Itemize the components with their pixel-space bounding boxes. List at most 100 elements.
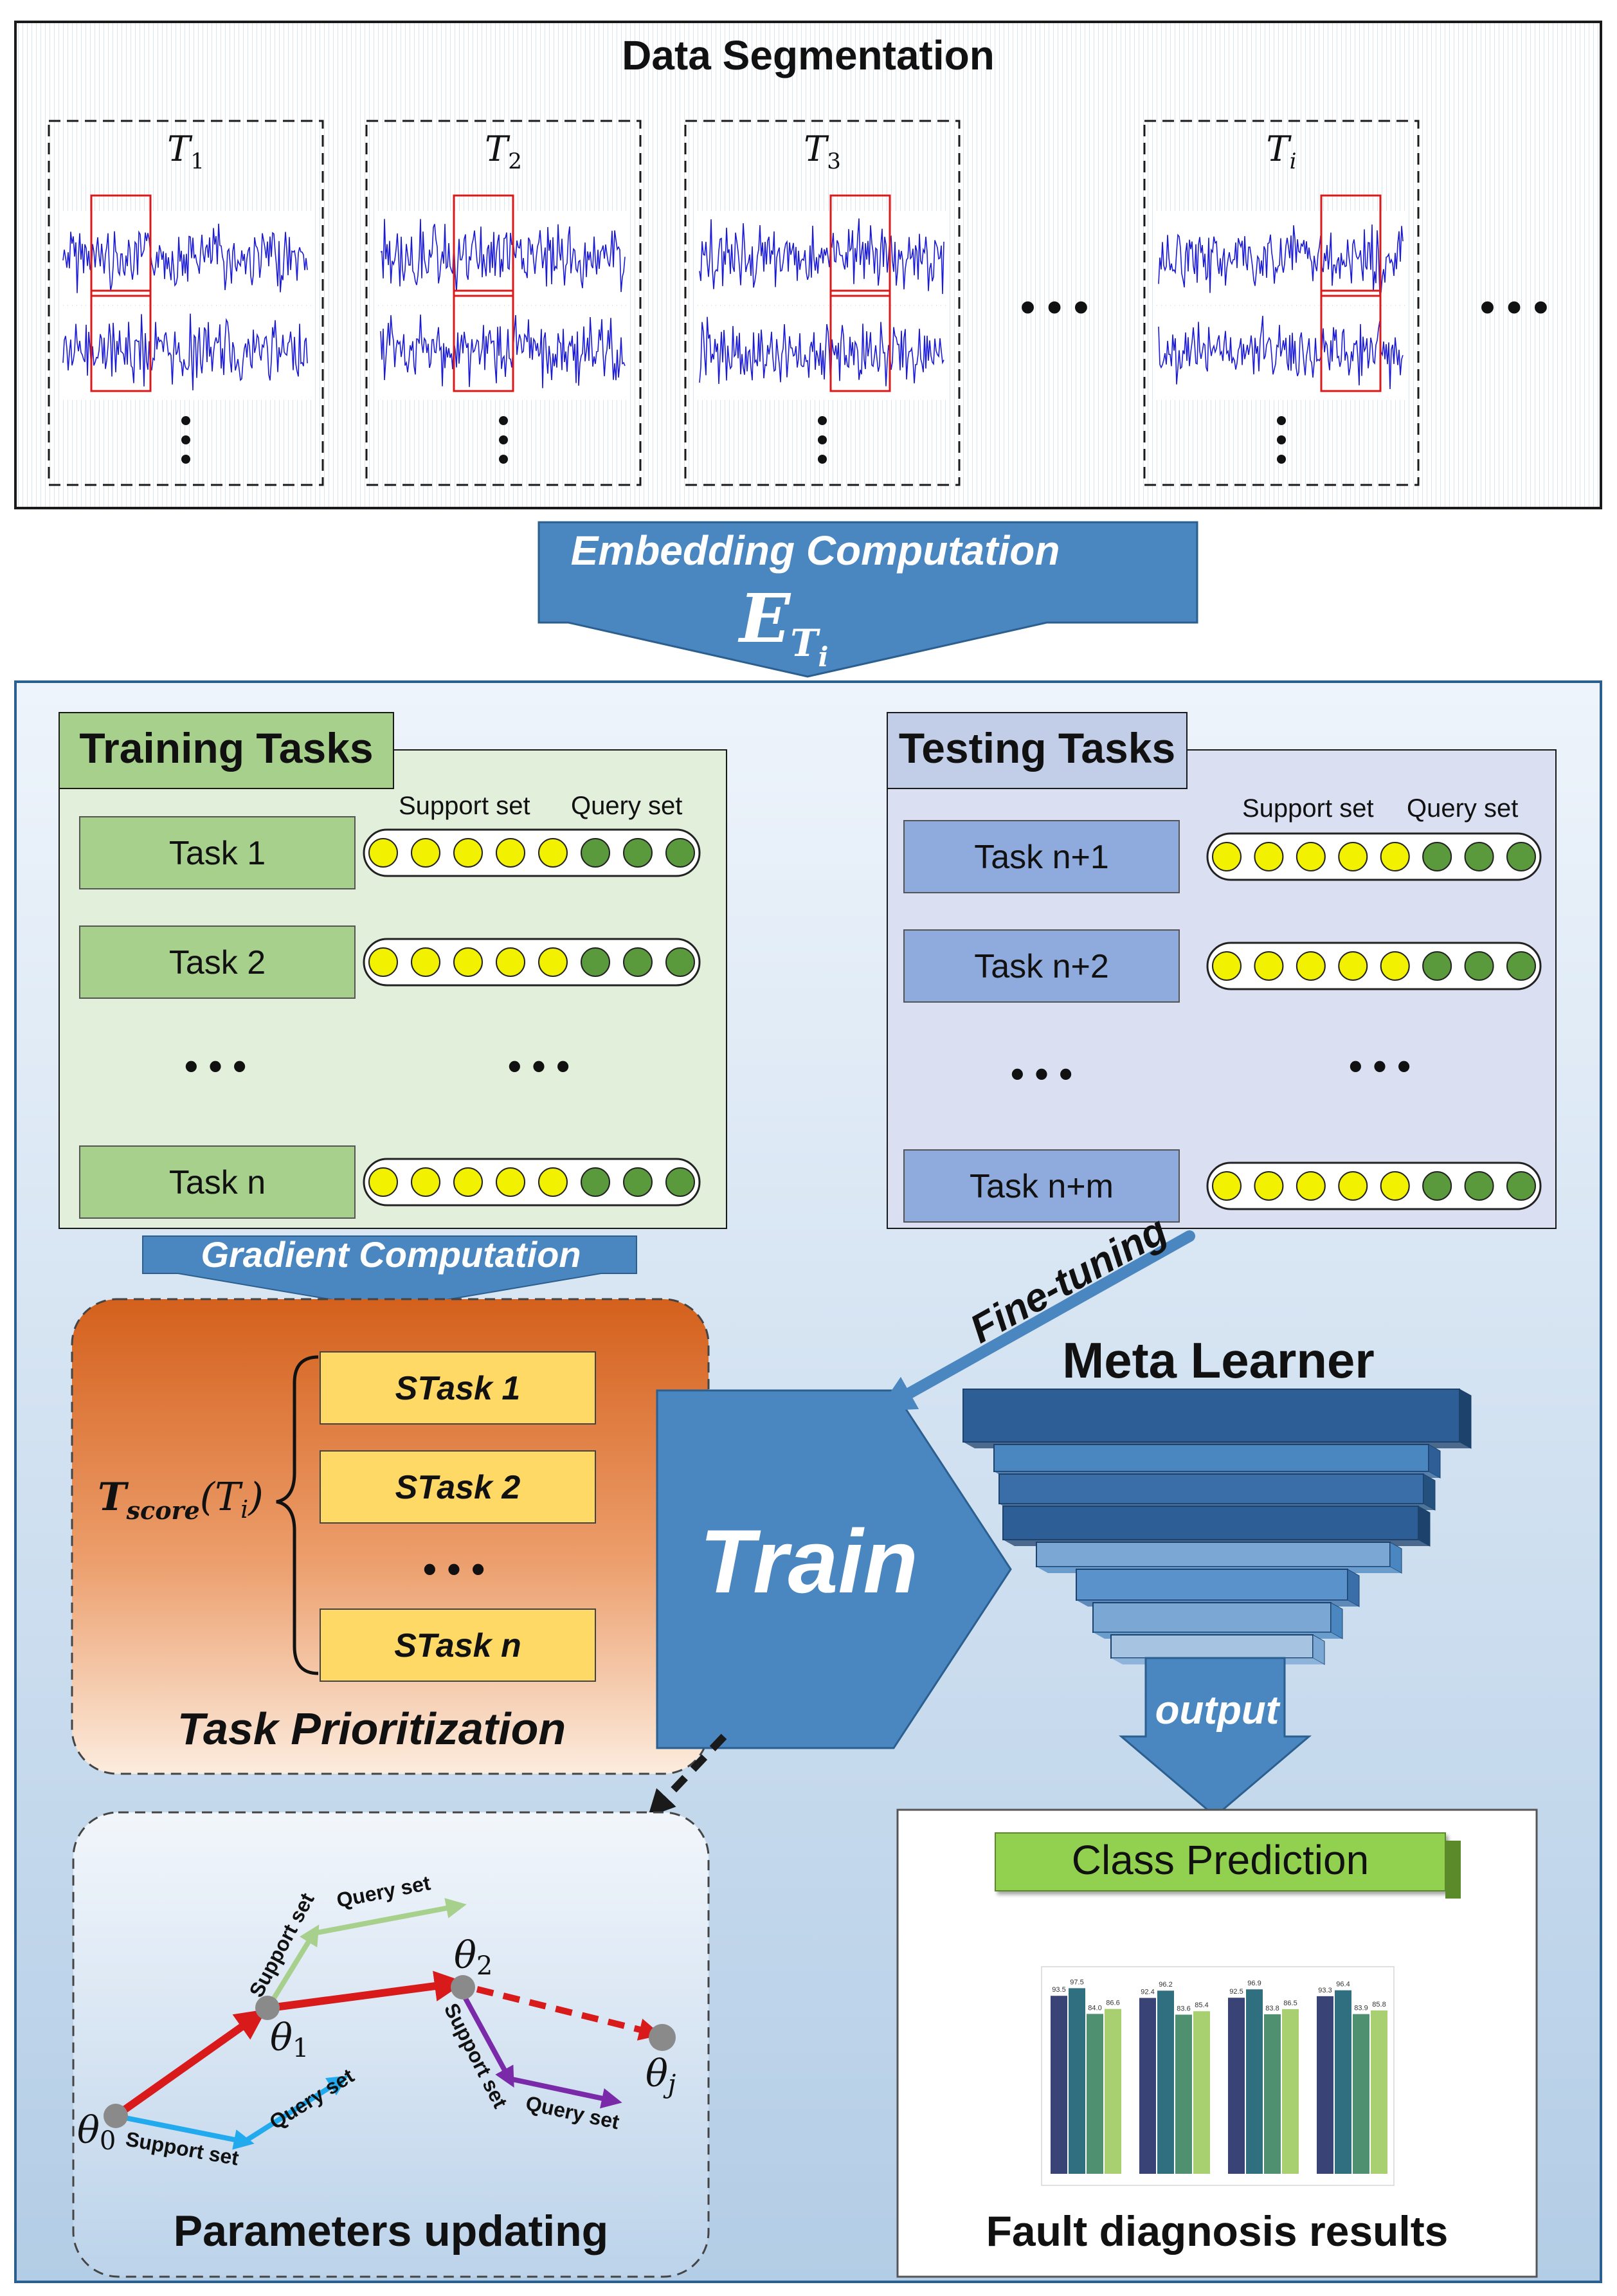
embedding-arrow: Embedding Computation ETi [537,521,1198,678]
result-bar-label: 92.4 [1141,1988,1154,1996]
segmentation-ellipsis-1: • • • [1020,283,1089,331]
vibration-signal [699,316,944,389]
task-row: Task n+m [903,1149,1542,1223]
query-sample-dot [1506,951,1536,981]
testing-support-label: Support set [1242,794,1374,823]
testing-ellipsis-right: • • • [1349,1044,1411,1088]
funnel-layer [1036,1542,1402,1574]
score-formula: Tscore(Ti) [98,1475,264,1525]
result-bar [1353,2014,1369,2174]
sample-pill [363,828,701,877]
segment-window [453,289,514,392]
vibration-signal [62,313,308,391]
sample-pill [363,1158,701,1207]
support-sample-dot [453,838,483,868]
parameters-updating-panel: θ0 θ1 θ2 θj Support set Query set Suppor… [72,1811,710,2278]
results-panel: Class Prediction 93.597.584.086.692.496.… [896,1809,1538,2278]
support-sample-dot [1296,951,1326,981]
segment-window [90,289,152,392]
query-sample-dot [665,947,695,977]
result-bar [1317,1996,1333,2174]
support-sample-dot [368,947,398,977]
query-sample-dot [1422,842,1452,871]
funnel-layer [962,1389,1472,1449]
testing-tasks-panel: Testing Tasks Support set Query set • • … [887,712,1557,1229]
segment-window [829,194,891,297]
result-bar-label: 86.6 [1106,2000,1119,2007]
result-bar-label: 96.4 [1336,1981,1350,1989]
support-sample-dot [1254,842,1284,871]
train-arrow: Train [656,1389,1012,1749]
support-sample-dot [1338,951,1368,981]
funnel-layer [1092,1602,1343,1639]
vibration-signal [62,223,308,293]
segmentation-task-box: Ti [1143,120,1420,486]
support-sample-dot [1212,1171,1242,1201]
segment-window [1320,289,1382,392]
sample-pill [363,938,701,987]
result-bar [1264,2014,1281,2174]
train-to-params-arrow [647,1733,727,1818]
support-sample-dot [453,1167,483,1197]
score-brace [276,1355,319,1675]
result-bar-label: 85.8 [1372,2001,1386,2009]
output-label: output [1155,1688,1281,1733]
theta-node [255,1996,280,2020]
support-sample-dot [1212,842,1242,871]
vibration-signal [1158,224,1404,295]
query-sample-dot [581,838,610,868]
query-sample-dot [623,947,653,977]
result-bar [1246,1989,1263,2174]
segment-task-label: T3 [804,129,841,174]
task-box [903,1149,1180,1223]
support-sample-dot [496,1167,525,1197]
result-bar [1139,1998,1156,2174]
result-bar [1069,1988,1085,2174]
vibration-signal [380,314,626,388]
vibration-signal [380,219,626,293]
prioritization-title: Task Prioritization [177,1704,566,1754]
support-sample-dot [1338,1171,1368,1201]
sample-pill [1206,832,1542,881]
support-sample-dot [453,947,483,977]
support-sample-dot [1296,842,1326,871]
training-query-label: Query set [571,792,682,820]
result-bar [1157,1991,1174,2174]
stask-ellipsis: • • • [423,1547,485,1590]
support-sample-dot [1296,1171,1326,1201]
vibration-signal [699,218,944,295]
sample-pill [1206,942,1542,990]
theta-1-label: θ1 [270,2016,309,2063]
query-sample-dot [1422,951,1452,981]
query-sample-dot [581,1167,610,1197]
segment-task-label: Ti [1267,129,1297,174]
theta-node [649,2024,676,2051]
funnel-layer [998,1473,1436,1511]
segment-window [453,194,514,297]
support-sample-dot [1212,951,1242,981]
support-sample-dot [538,838,568,868]
result-bar-label: 83.6 [1177,2005,1190,2013]
theta-node [451,1975,475,2000]
gradient-arrow: Gradient Computation [142,1234,637,1311]
meta-learner: Meta Learner output [962,1332,1472,1818]
segmentation-task-box: T1 [48,120,324,486]
support-sample-dot [1380,842,1410,871]
training-title: Training Tasks [79,724,373,772]
support-sample-dot [368,1167,398,1197]
segment-window [1320,194,1382,297]
segment-window [90,194,152,297]
task-box [79,816,356,889]
result-bar [1335,1990,1351,2174]
result-bar-label: 83.8 [1265,2005,1279,2012]
task-row: Task n+1 [903,820,1542,893]
sample-pill [1206,1162,1542,1210]
result-bar-label: 93.5 [1052,1986,1065,1994]
task-label: Task n+2 [974,948,1109,985]
result-bar [1175,2014,1192,2174]
testing-query-label: Query set [1407,794,1518,823]
support-sample-dot [1380,1171,1410,1201]
result-bar-label: 85.4 [1195,2001,1208,2009]
